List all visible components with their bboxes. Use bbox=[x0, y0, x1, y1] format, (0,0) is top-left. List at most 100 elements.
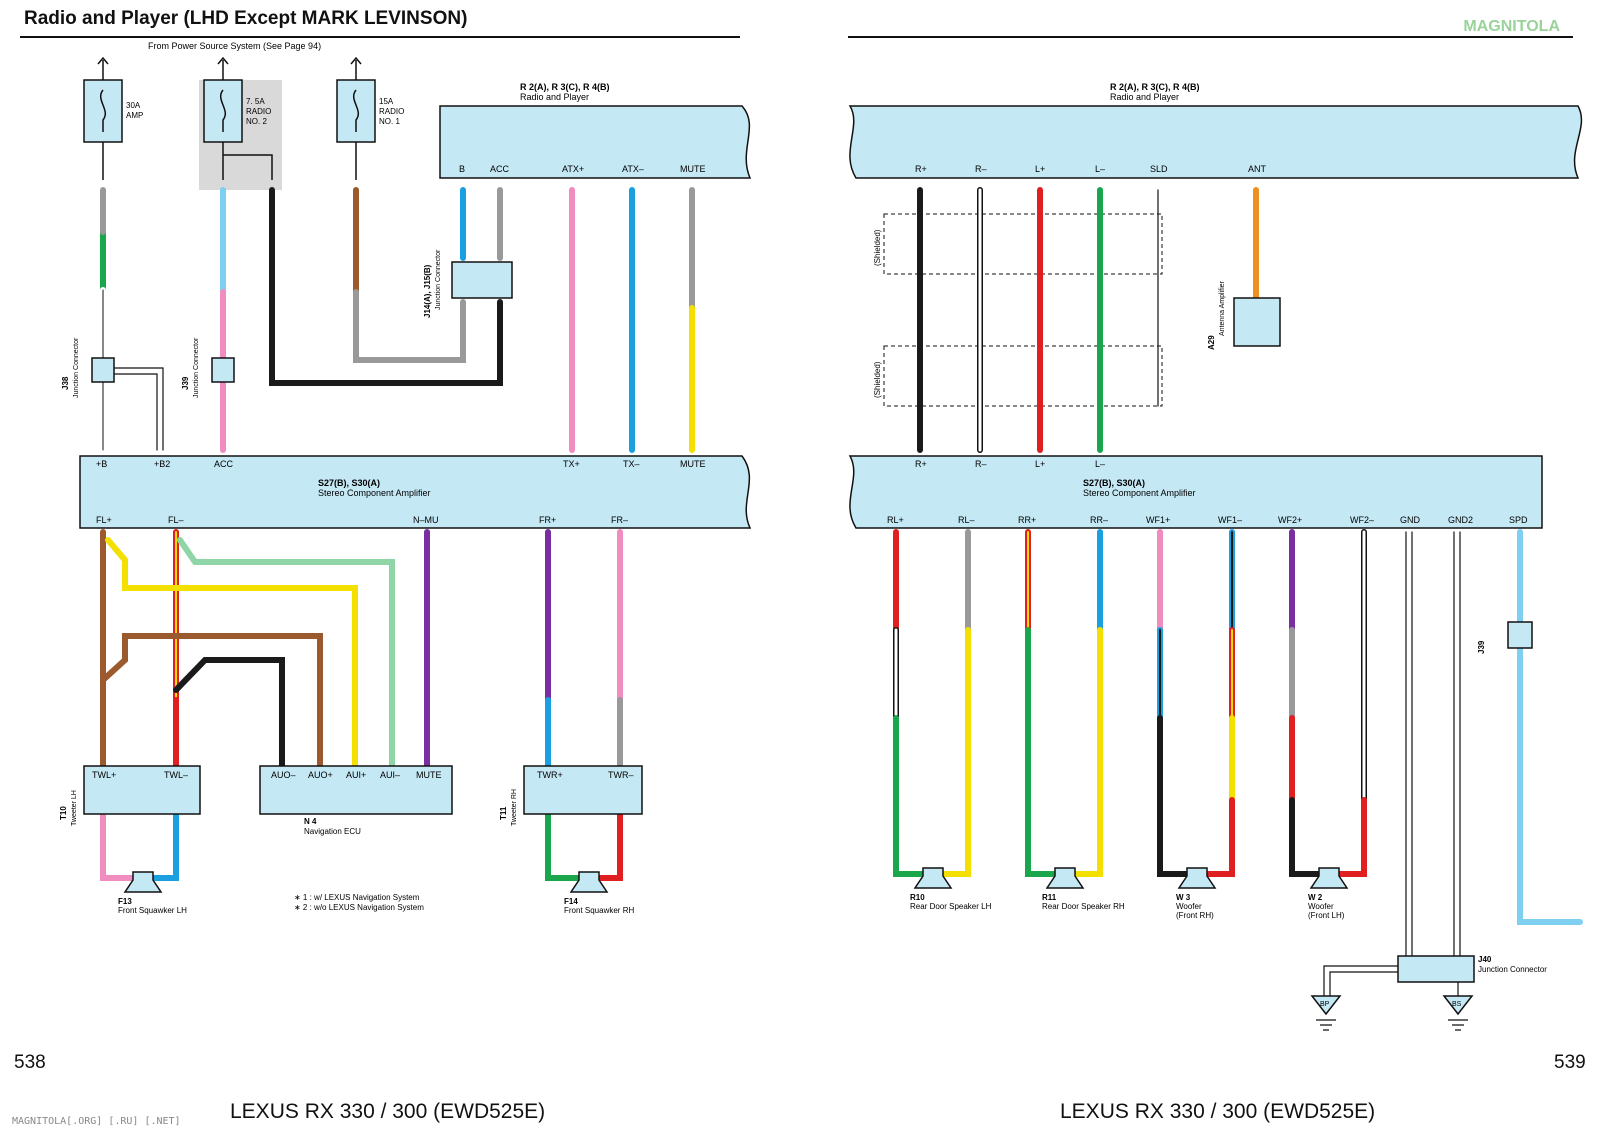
svg-text:WF1+: WF1+ bbox=[1146, 515, 1170, 525]
tweeter-rh: TWR+ TWR– T11 Tweeter RH bbox=[499, 765, 643, 826]
svg-text:AUI–: AUI– bbox=[380, 770, 400, 780]
fuse-amp-name: AMP bbox=[126, 111, 143, 120]
junction-j39-left bbox=[211, 357, 235, 383]
svg-text:R 2(A), R 3(C), R 4(B): R 2(A), R 3(C), R 4(B) bbox=[520, 82, 610, 92]
svg-text:BS: BS bbox=[1452, 1001, 1462, 1008]
svg-text:BP: BP bbox=[1320, 1001, 1330, 1008]
svg-text:MUTE: MUTE bbox=[680, 459, 706, 469]
svg-text:F13: F13 bbox=[118, 897, 132, 906]
svg-text:Stereo Component Amplifier: Stereo Component Amplifier bbox=[318, 488, 431, 498]
svg-text:FR+: FR+ bbox=[539, 515, 556, 525]
fuse-amp: 30A AMP bbox=[83, 79, 143, 143]
svg-text:WF2–: WF2– bbox=[1350, 515, 1374, 525]
site-caption: MAGNITOLA[.ORG] [.RU] [.NET] bbox=[12, 1116, 181, 1127]
footer-right: LEXUS RX 330 / 300 (EWD525E) bbox=[1060, 1100, 1376, 1123]
svg-text:TWL+: TWL+ bbox=[92, 770, 116, 780]
svg-text:Rear Door Speaker RH: Rear Door Speaker RH bbox=[1042, 902, 1125, 911]
wires-right-bottom bbox=[893, 529, 1583, 961]
svg-text:Antenna Amplifier: Antenna Amplifier bbox=[1219, 280, 1226, 336]
svg-text:AUO–: AUO– bbox=[271, 770, 296, 780]
watermark-logo: MAGNITOLA bbox=[1463, 18, 1560, 35]
svg-text:R10: R10 bbox=[910, 893, 925, 902]
svg-text:RR–: RR– bbox=[1090, 515, 1108, 525]
navigation-ecu: AUO– AUO+ AUI+ AUI– MUTE N 4 Navigation … bbox=[259, 765, 453, 836]
fuse-amp-rating: 30A bbox=[126, 101, 141, 110]
note-2: ∗ 2 : w/o LEXUS Navigation System bbox=[294, 903, 424, 912]
svg-text:A29: A29 bbox=[1207, 335, 1216, 350]
speaker-w3: W 3 Woofer (Front RH) bbox=[1176, 867, 1216, 920]
svg-text:R+: R+ bbox=[915, 164, 927, 174]
power-feed-arrows bbox=[97, 56, 362, 180]
svg-text:RR+: RR+ bbox=[1018, 515, 1036, 525]
title-rule-left bbox=[20, 36, 740, 38]
svg-text:FR–: FR– bbox=[611, 515, 628, 525]
junction-j39-left-name: Junction Connector bbox=[193, 337, 200, 398]
svg-text:NO. 1: NO. 1 bbox=[379, 117, 400, 126]
speaker-w2: W 2 Woofer (Front LH) bbox=[1308, 867, 1348, 920]
speaker-f14: F14 Front Squawker RH bbox=[564, 871, 634, 915]
svg-text:WF1–: WF1– bbox=[1218, 515, 1242, 525]
svg-text:ATX–: ATX– bbox=[622, 164, 644, 174]
svg-text:ATX+: ATX+ bbox=[562, 164, 584, 174]
svg-text:GND2: GND2 bbox=[1448, 515, 1473, 525]
svg-text:Woofer: Woofer bbox=[1176, 902, 1202, 911]
svg-text:MUTE: MUTE bbox=[416, 770, 442, 780]
svg-text:TWR+: TWR+ bbox=[537, 770, 563, 780]
svg-text:Radio and Player: Radio and Player bbox=[1110, 92, 1179, 102]
antenna-amplifier: A29 Antenna Amplifier bbox=[1207, 280, 1281, 350]
svg-text:S27(B), S30(A): S27(B), S30(A) bbox=[318, 478, 380, 488]
svg-text:W 2: W 2 bbox=[1308, 893, 1323, 902]
svg-text:GND: GND bbox=[1400, 515, 1421, 525]
svg-text:15A: 15A bbox=[379, 97, 394, 106]
svg-text:TX+: TX+ bbox=[563, 459, 580, 469]
svg-text:Rear Door Speaker LH: Rear Door Speaker LH bbox=[910, 902, 992, 911]
junction-j39-left-label: J39 bbox=[181, 376, 190, 390]
svg-text:W 3: W 3 bbox=[1176, 893, 1191, 902]
svg-text:N 4: N 4 bbox=[304, 817, 317, 826]
junction-j38-name: Junction Connector bbox=[73, 337, 80, 398]
amplifier-right: S27(B), S30(A) Stereo Component Amplifie… bbox=[848, 455, 1543, 529]
svg-text:F14: F14 bbox=[564, 897, 578, 906]
svg-text:Front Squawker LH: Front Squawker LH bbox=[118, 906, 187, 915]
svg-text:(Front LH): (Front LH) bbox=[1308, 911, 1345, 920]
svg-text:WF2+: WF2+ bbox=[1278, 515, 1302, 525]
radio-player-left: R 2(A), R 3(C), R 4(B) Radio and Player … bbox=[439, 82, 752, 179]
svg-text:N–MU: N–MU bbox=[413, 515, 439, 525]
svg-text:TWL–: TWL– bbox=[164, 770, 188, 780]
junction-j39-right bbox=[1507, 621, 1533, 649]
svg-text:Tweeter LH: Tweeter LH bbox=[71, 790, 78, 826]
svg-text:T11: T11 bbox=[499, 806, 508, 820]
svg-text:Front Squawker RH: Front Squawker RH bbox=[564, 906, 634, 915]
svg-text:SPD: SPD bbox=[1509, 515, 1528, 525]
svg-text:R 2(A), R 3(C), R 4(B): R 2(A), R 3(C), R 4(B) bbox=[1110, 82, 1200, 92]
svg-text:ANT: ANT bbox=[1248, 164, 1267, 174]
svg-text:7. 5A: 7. 5A bbox=[246, 97, 265, 106]
shielded-label-2: (Shielded) bbox=[873, 361, 882, 398]
svg-text:R+: R+ bbox=[915, 459, 927, 469]
svg-text:SLD: SLD bbox=[1150, 164, 1168, 174]
fuse-radio1: 15A RADIO NO. 1 bbox=[336, 79, 404, 143]
svg-text:RL–: RL– bbox=[958, 515, 975, 525]
svg-text:FL+: FL+ bbox=[96, 515, 112, 525]
svg-text:Tweeter RH: Tweeter RH bbox=[511, 789, 518, 826]
page-number-right: 539 bbox=[1554, 1052, 1586, 1073]
svg-text:Stereo Component Amplifier: Stereo Component Amplifier bbox=[1083, 488, 1196, 498]
speaker-r11: R11 Rear Door Speaker RH bbox=[1042, 867, 1125, 911]
svg-text:ACC: ACC bbox=[214, 459, 234, 469]
tweeter-lh: TWL+ TWL– T10 Tweeter LH bbox=[59, 765, 201, 826]
svg-text:TX–: TX– bbox=[623, 459, 640, 469]
junction-j14-j15-label: J14(A), J15(B) bbox=[423, 264, 432, 318]
footer-left: LEXUS RX 330 / 300 (EWD525E) bbox=[230, 1100, 546, 1123]
page-number-left: 538 bbox=[14, 1052, 46, 1073]
junction-j39-right-label: J39 bbox=[1477, 640, 1486, 654]
svg-text:AUO+: AUO+ bbox=[308, 770, 333, 780]
svg-text:L+: L+ bbox=[1035, 459, 1045, 469]
page-title: Radio and Player (LHD Except MARK LEVINS… bbox=[24, 8, 468, 29]
speaker-f13: F13 Front Squawker LH bbox=[118, 871, 187, 915]
note-1: ∗ 1 : w/ LEXUS Navigation System bbox=[294, 893, 420, 902]
svg-text:RADIO: RADIO bbox=[379, 107, 404, 116]
svg-text:+B2: +B2 bbox=[154, 459, 170, 469]
svg-text:TWR–: TWR– bbox=[608, 770, 634, 780]
svg-text:RL+: RL+ bbox=[887, 515, 904, 525]
